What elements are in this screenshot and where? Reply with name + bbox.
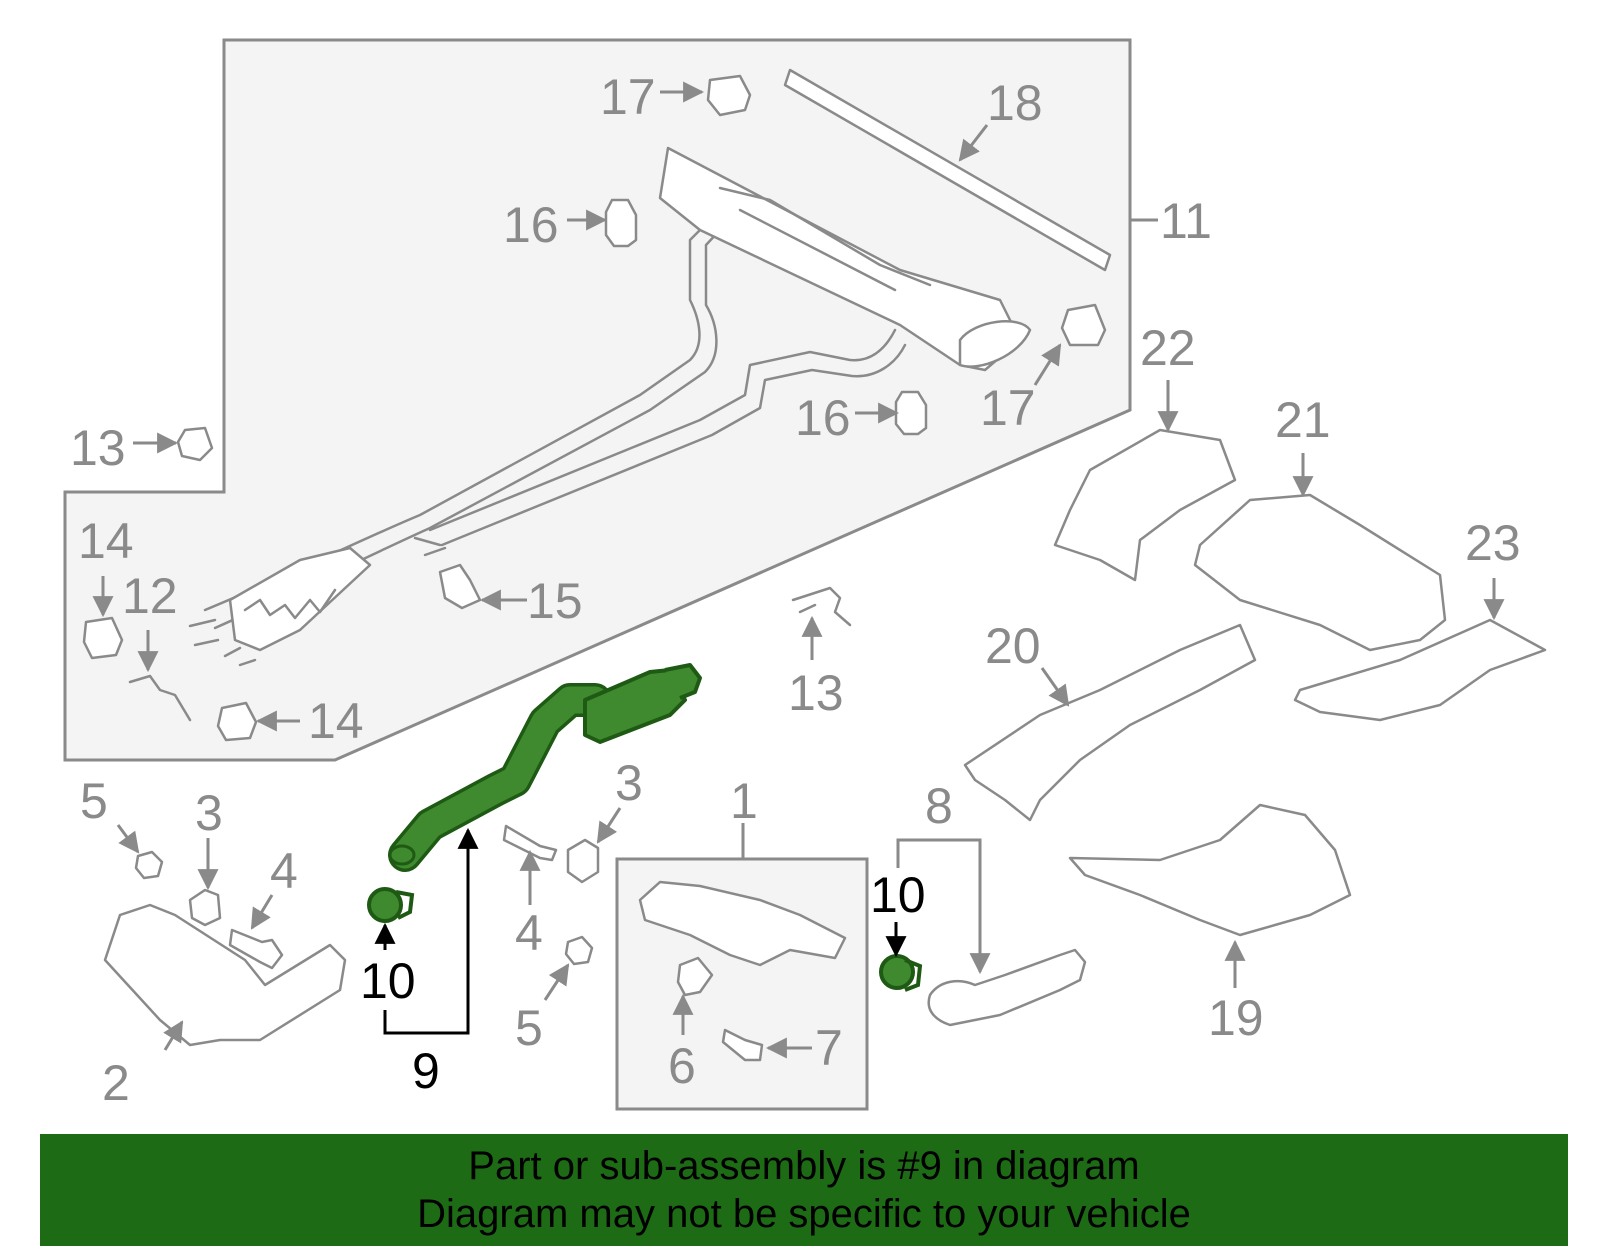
label-11: 11 — [1160, 193, 1212, 249]
part-17-mount-right — [1060, 303, 1107, 347]
part-2-converter — [103, 903, 347, 1047]
label-7: 7 — [815, 1020, 843, 1076]
part-14-mount-bottom — [216, 701, 258, 742]
rear-exhaust-assembly — [188, 146, 1032, 667]
label-12: 12 — [122, 568, 178, 624]
part-17-mount-top — [706, 74, 752, 117]
label-10-right: 10 — [870, 867, 926, 923]
part-23-heat-shield — [1293, 618, 1547, 722]
info-banner: Part or sub-assembly is #9 in diagram Di… — [40, 1134, 1568, 1246]
part-7-bolt — [721, 1028, 764, 1062]
part-19-heat-shield — [1068, 803, 1352, 937]
label-8: 8 — [925, 778, 953, 834]
part-6-clip — [676, 956, 714, 997]
banner-line-1: Part or sub-assembly is #9 in diagram — [468, 1144, 1140, 1188]
banner-line-2: Diagram may not be specific to your vehi… — [417, 1192, 1191, 1236]
part-9-highlighted-pipe[interactable] — [388, 663, 702, 872]
part-18-bar — [783, 68, 1112, 272]
label-10-left: 10 — [360, 953, 416, 1009]
part-22-heat-shield — [1053, 428, 1237, 582]
label-22: 22 — [1140, 320, 1196, 376]
label-18: 18 — [987, 75, 1043, 131]
label-1: 1 — [730, 773, 758, 829]
part-8-muffler — [927, 948, 1087, 1027]
part-1-converter — [638, 880, 847, 967]
part-3-gasket-left — [188, 888, 222, 927]
label-13-bottom: 13 — [788, 665, 844, 721]
part-5-nut-right — [564, 935, 594, 966]
label-6: 6 — [668, 1038, 696, 1094]
label-15: 15 — [527, 573, 583, 629]
label-4-right: 4 — [515, 905, 543, 961]
label-21: 21 — [1275, 392, 1331, 448]
label-16-top: 16 — [503, 197, 559, 253]
label-3-right: 3 — [615, 755, 643, 811]
label-13-top: 13 — [70, 420, 126, 476]
label-5-left: 5 — [80, 773, 108, 829]
label-5-right: 5 — [515, 1000, 543, 1056]
part-16-isolator-top — [604, 198, 638, 248]
label-14-bottom: 14 — [308, 693, 364, 749]
label-17-right: 17 — [980, 380, 1036, 436]
label-20: 20 — [985, 618, 1041, 674]
label-19: 19 — [1208, 990, 1264, 1046]
label-16-right: 16 — [795, 390, 851, 446]
part-12-bracket — [128, 674, 192, 722]
label-4-left: 4 — [270, 843, 298, 899]
part-14-mount-top — [82, 616, 124, 660]
part-20-heat-shield — [963, 623, 1257, 822]
part-16-isolator-right — [894, 390, 928, 436]
part-5-nut-left — [134, 850, 164, 880]
label-23: 23 — [1465, 515, 1521, 571]
label-3-left: 3 — [195, 785, 223, 841]
label-14-top: 14 — [78, 513, 134, 569]
part-10-clamp-left[interactable] — [367, 887, 415, 923]
part-13-bracket — [791, 586, 852, 627]
label-17-top: 17 — [600, 69, 656, 125]
label-2: 2 — [102, 1055, 130, 1111]
part-21-heat-shield — [1193, 493, 1447, 652]
label-9: 9 — [412, 1043, 440, 1099]
part-4-bolt-right — [502, 824, 558, 862]
part-4-bolt-left — [228, 928, 284, 970]
part-3-gasket-right — [566, 838, 600, 884]
part-13-mount-top — [176, 426, 214, 462]
part-10-clamp-right[interactable] — [879, 954, 923, 992]
